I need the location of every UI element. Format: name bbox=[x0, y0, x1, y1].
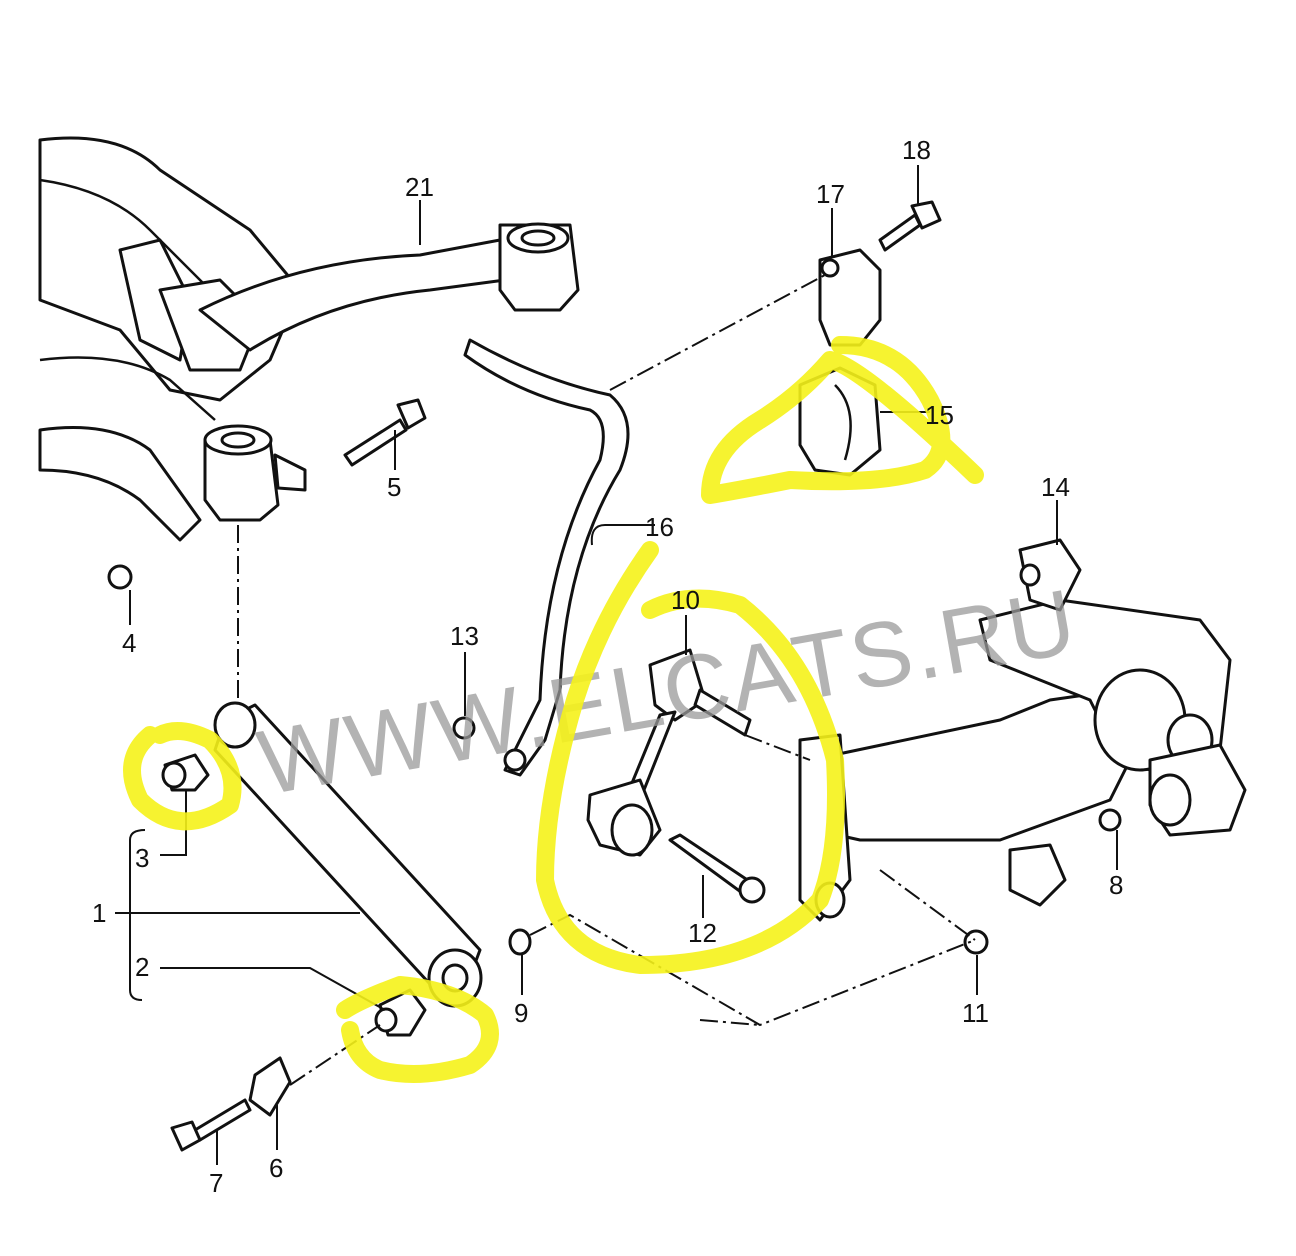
part-7-bolt bbox=[170, 1098, 252, 1152]
part-6-washer bbox=[248, 1056, 292, 1117]
part-11-nut bbox=[963, 929, 989, 955]
callout-1: 1 bbox=[92, 898, 106, 928]
part-21-control-arm bbox=[198, 222, 580, 352]
callout-14: 14 bbox=[1041, 472, 1070, 502]
yellow-highlights bbox=[123, 336, 984, 1083]
part-4-nut bbox=[107, 564, 133, 590]
part-8-nut bbox=[1098, 808, 1122, 832]
callout-9: 9 bbox=[514, 998, 528, 1028]
callout-15: 15 bbox=[925, 400, 954, 430]
callout-6: 6 bbox=[269, 1153, 283, 1183]
watermark-letter: W bbox=[251, 699, 354, 815]
part-12-bolt bbox=[668, 833, 766, 904]
callout-7: 7 bbox=[209, 1168, 223, 1198]
watermark-letter: W bbox=[426, 668, 529, 784]
part-18-bolt bbox=[878, 200, 942, 252]
part-14-wheel-carrier bbox=[798, 538, 1247, 922]
callout-4: 4 bbox=[122, 628, 136, 658]
callout-3: 3 bbox=[135, 843, 149, 873]
callout-10: 10 bbox=[671, 585, 700, 615]
callout-5: 5 bbox=[387, 472, 401, 502]
callout-13: 13 bbox=[450, 621, 479, 651]
part-10-coupling-rod bbox=[586, 648, 752, 857]
part-3-bushing bbox=[161, 753, 210, 792]
callout-21: 21 bbox=[405, 172, 434, 202]
part-bushing-5 bbox=[203, 424, 307, 522]
callout-numbers: 21 18 17 15 5 14 16 4 10 13 3 1 2 8 12 9… bbox=[92, 135, 1123, 1198]
callout-18: 18 bbox=[902, 135, 931, 165]
part-2-bushing bbox=[374, 988, 427, 1037]
part-16-stabilizer-bar bbox=[463, 338, 630, 777]
callout-11: 11 bbox=[962, 998, 989, 1028]
leader-lines bbox=[115, 165, 1118, 1165]
part-5-bolt bbox=[343, 398, 427, 467]
part-13-nut bbox=[452, 716, 476, 740]
callout-17: 17 bbox=[816, 179, 845, 209]
part-9-washer bbox=[508, 928, 532, 956]
callout-12: 12 bbox=[688, 918, 717, 948]
watermark-letter: W bbox=[338, 684, 441, 800]
callout-2: 2 bbox=[135, 952, 149, 982]
callout-16: 16 bbox=[645, 512, 674, 542]
callout-8: 8 bbox=[1109, 870, 1123, 900]
part-17-clamp bbox=[818, 248, 882, 347]
